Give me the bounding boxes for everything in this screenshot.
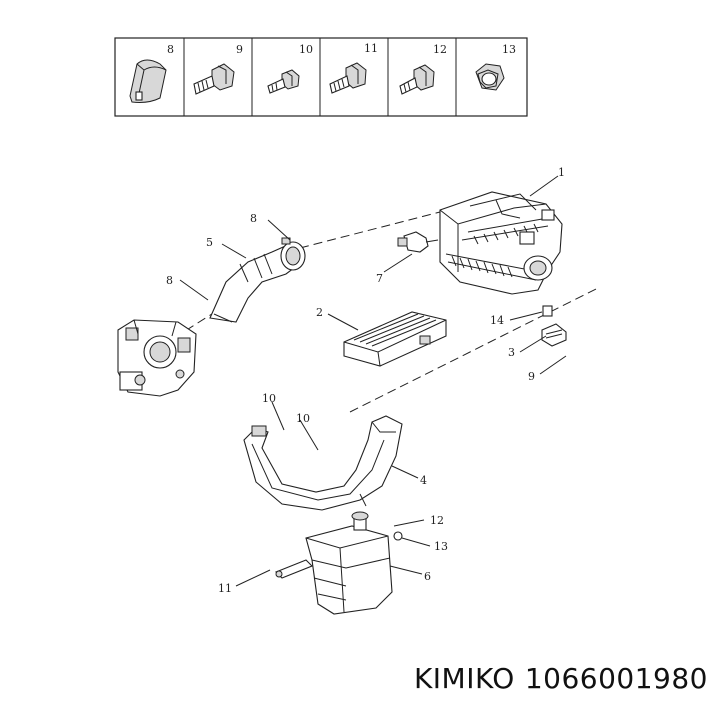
leader-lines	[179, 175, 567, 587]
callout-3: 3	[508, 346, 515, 359]
header-number: 9	[236, 43, 243, 56]
header-number: 8	[167, 43, 174, 56]
header-number: 12	[433, 43, 447, 56]
callout-7: 7	[376, 272, 383, 285]
header-box-nut: 13	[475, 43, 516, 91]
parts-header-table: 8 9 10 11	[114, 37, 528, 117]
callout-9: 9	[528, 370, 535, 383]
callout-10b: 10	[296, 412, 310, 425]
callout-8a: 8	[250, 212, 257, 225]
part-number: 1066001980	[524, 662, 708, 695]
callout-numbers: 1 2 3 4 5 6 7 8 8 9 10 10 11 12 13 14	[166, 166, 565, 595]
grommet-fittings	[541, 305, 567, 347]
throttle-body	[117, 319, 197, 397]
header-number: 11	[364, 42, 378, 55]
intake-hose	[209, 237, 306, 323]
header-number: 10	[299, 43, 313, 56]
air-cleaner-housing	[439, 191, 563, 295]
header-box-bolt-d: 12	[399, 43, 447, 95]
resonator-pipe	[243, 415, 403, 511]
header-number: 13	[502, 43, 516, 56]
header-box-bolt-a: 9	[193, 43, 243, 95]
callout-12: 12	[430, 514, 444, 527]
callout-6: 6	[424, 570, 431, 583]
callout-4: 4	[420, 474, 427, 487]
callout-5: 5	[206, 236, 213, 249]
intake-air-sensor	[397, 231, 439, 253]
callout-10a: 10	[262, 392, 276, 405]
callout-1: 1	[558, 166, 565, 179]
callout-13: 13	[434, 540, 448, 553]
part-caption: KIMIKO 1066001980	[0, 662, 708, 695]
header-box-bolt-c: 11	[329, 42, 378, 94]
callout-2: 2	[316, 306, 323, 319]
callout-11: 11	[218, 582, 232, 595]
brand-name: KIMIKO	[413, 662, 515, 695]
callout-14: 14	[490, 314, 504, 327]
callout-8b: 8	[166, 274, 173, 287]
header-box-bolt-b: 10	[267, 43, 313, 94]
resonator-box	[275, 511, 403, 615]
header-box-clip: 8	[129, 43, 174, 103]
air-filter-element	[343, 311, 447, 367]
